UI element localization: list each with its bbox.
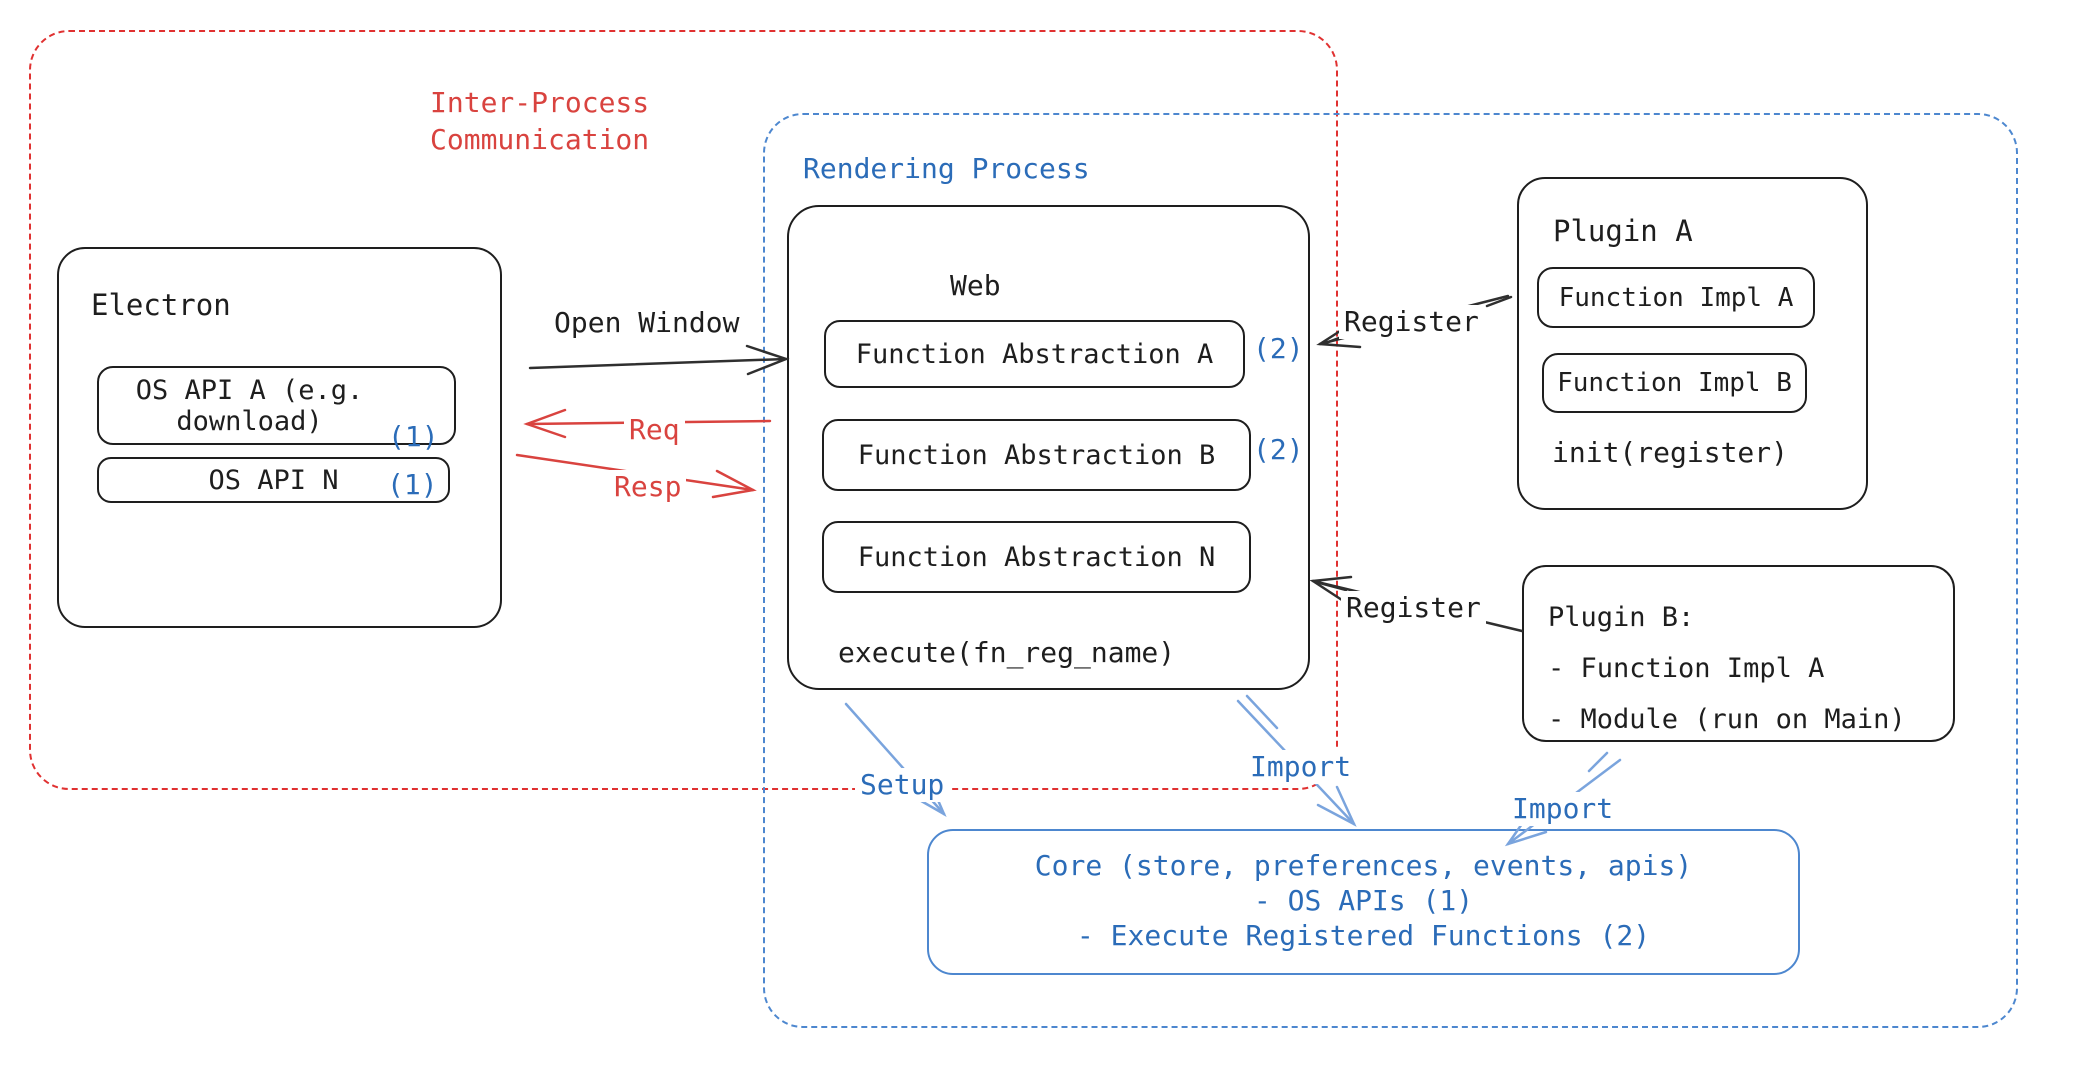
core-line3: - Execute Registered Functions (2) xyxy=(1076,919,1651,952)
os-api-a-line2: download) xyxy=(176,405,323,437)
function-abstraction-b-label: Function Abstraction B xyxy=(857,439,1216,471)
rendering-process-label: Rendering Process xyxy=(803,152,1090,185)
plugin-b-box xyxy=(1522,565,1955,742)
core-line1: Core (store, preferences, events, apis) xyxy=(1034,849,1693,882)
os-api-n-box: OS API N xyxy=(97,457,450,503)
function-impl-b-box: Function Impl B xyxy=(1542,353,1807,413)
web-box xyxy=(787,205,1310,690)
plugin-a-box xyxy=(1517,177,1868,510)
core-box xyxy=(927,829,1800,975)
plugin-b-line1: Plugin B: xyxy=(1548,602,1695,633)
function-abstraction-b-box: Function Abstraction B xyxy=(822,419,1251,491)
os-api-n-label: OS API N xyxy=(208,464,339,496)
web-title: Web xyxy=(950,269,1001,302)
ipc-label-line2: Communication xyxy=(430,123,650,156)
plugin-b-line2: - Function Impl A xyxy=(1548,653,1825,684)
os-api-a-line1: OS API A (e.g. xyxy=(135,374,364,406)
function-impl-a-label: Function Impl A xyxy=(1558,282,1794,313)
function-abstraction-n-label: Function Abstraction N xyxy=(857,541,1216,573)
plugin-b-line3: - Module (run on Main) xyxy=(1548,704,1906,735)
function-abstraction-a-label: Function Abstraction A xyxy=(855,338,1214,370)
function-impl-b-label: Function Impl B xyxy=(1557,368,1792,398)
init-register-label: init(register) xyxy=(1552,436,1789,469)
execute-label: execute(fn_reg_name) xyxy=(838,636,1176,669)
ipc-group-box xyxy=(29,30,1338,790)
electron-title: Electron xyxy=(91,288,231,322)
core-text: Core (store, preferences, events, apis) … xyxy=(927,848,1800,953)
plugin-a-title: Plugin A xyxy=(1553,214,1693,248)
os-api-a-box: OS API A (e.g. download) xyxy=(97,366,456,445)
ipc-group-label: Inter-Process Communication xyxy=(430,84,649,158)
electron-box xyxy=(57,247,502,628)
function-impl-a-box: Function Impl A xyxy=(1537,267,1815,328)
core-line2: - OS APIs (1) xyxy=(1253,884,1474,917)
rendering-process-group-box xyxy=(763,113,2018,1028)
function-abstraction-n-box: Function Abstraction N xyxy=(822,521,1251,593)
function-abstraction-a-box: Function Abstraction A xyxy=(824,320,1245,388)
ipc-label-line1: Inter-Process xyxy=(430,86,650,119)
plugin-b-text: Plugin B: - Function Impl A - Module (ru… xyxy=(1548,592,1906,745)
